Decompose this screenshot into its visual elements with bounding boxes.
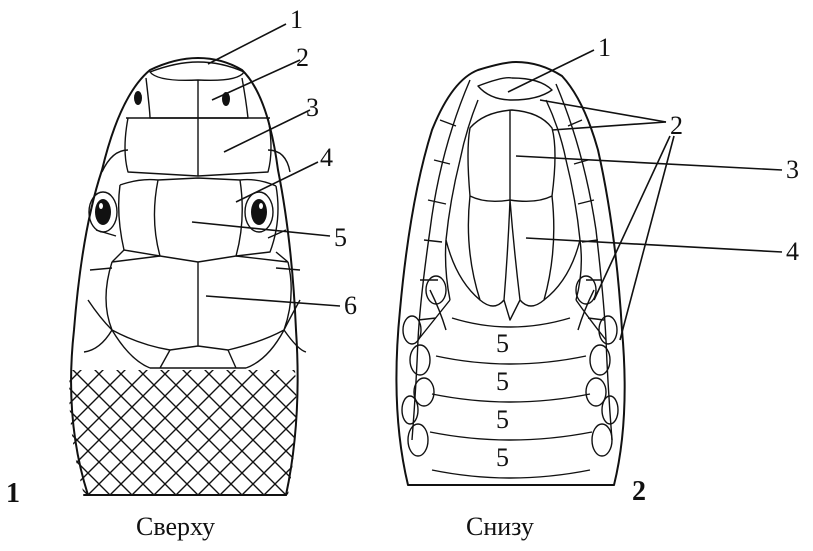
ventral-labial-edge-right xyxy=(556,84,612,440)
left-eye xyxy=(89,192,117,232)
dorsal-figure-number: 1 xyxy=(6,478,20,509)
ventral-head xyxy=(396,62,624,485)
dorsal-internasal-scales xyxy=(146,78,248,118)
ventral-labial-edge-left xyxy=(412,80,470,440)
ventral-plate-label-4: 5 xyxy=(496,443,509,472)
ventral-figure-number: 2 xyxy=(632,476,646,507)
dorsal-labels: 1 2 3 4 5 6 xyxy=(290,5,357,320)
dorsal-label-5: 5 xyxy=(334,223,347,252)
ventral-plate-label-1: 5 xyxy=(496,329,509,358)
ventral-chin-labels: 5 5 5 5 xyxy=(496,329,509,472)
ventral-plate-label-2: 5 xyxy=(496,367,509,396)
dorsal-label-6: 6 xyxy=(344,291,357,320)
ventral-anterior-chin-shields xyxy=(468,110,555,201)
dorsal-label-1: 1 xyxy=(290,5,303,34)
dorsal-head xyxy=(60,58,310,500)
ventral-label-3: 3 xyxy=(786,155,799,184)
left-nostril xyxy=(134,91,142,105)
dorsal-temporal-scales xyxy=(84,300,306,368)
ventral-caption: Снизу xyxy=(466,512,534,542)
dorsal-leader-lines xyxy=(192,24,340,306)
ventral-posterior-chin-shields xyxy=(468,196,553,320)
ventral-flank-scales xyxy=(402,276,618,456)
dorsal-prefrontal-scales xyxy=(125,118,271,176)
ventral-plate-label-3: 5 xyxy=(496,405,509,434)
ventral-plates xyxy=(430,318,592,478)
dorsal-label-3: 3 xyxy=(306,93,319,122)
dorsal-label-4: 4 xyxy=(320,143,333,172)
ventral-labels: 1 2 3 4 xyxy=(598,33,799,266)
dorsal-caption: Сверху xyxy=(136,512,215,542)
ventral-label-2: 2 xyxy=(670,111,683,140)
ventral-label-1: 1 xyxy=(598,33,611,62)
ventral-label-4: 4 xyxy=(786,237,799,266)
right-eye xyxy=(245,192,273,232)
dorsal-label-2: 2 xyxy=(296,43,309,72)
dorsal-body-scales xyxy=(60,365,310,500)
